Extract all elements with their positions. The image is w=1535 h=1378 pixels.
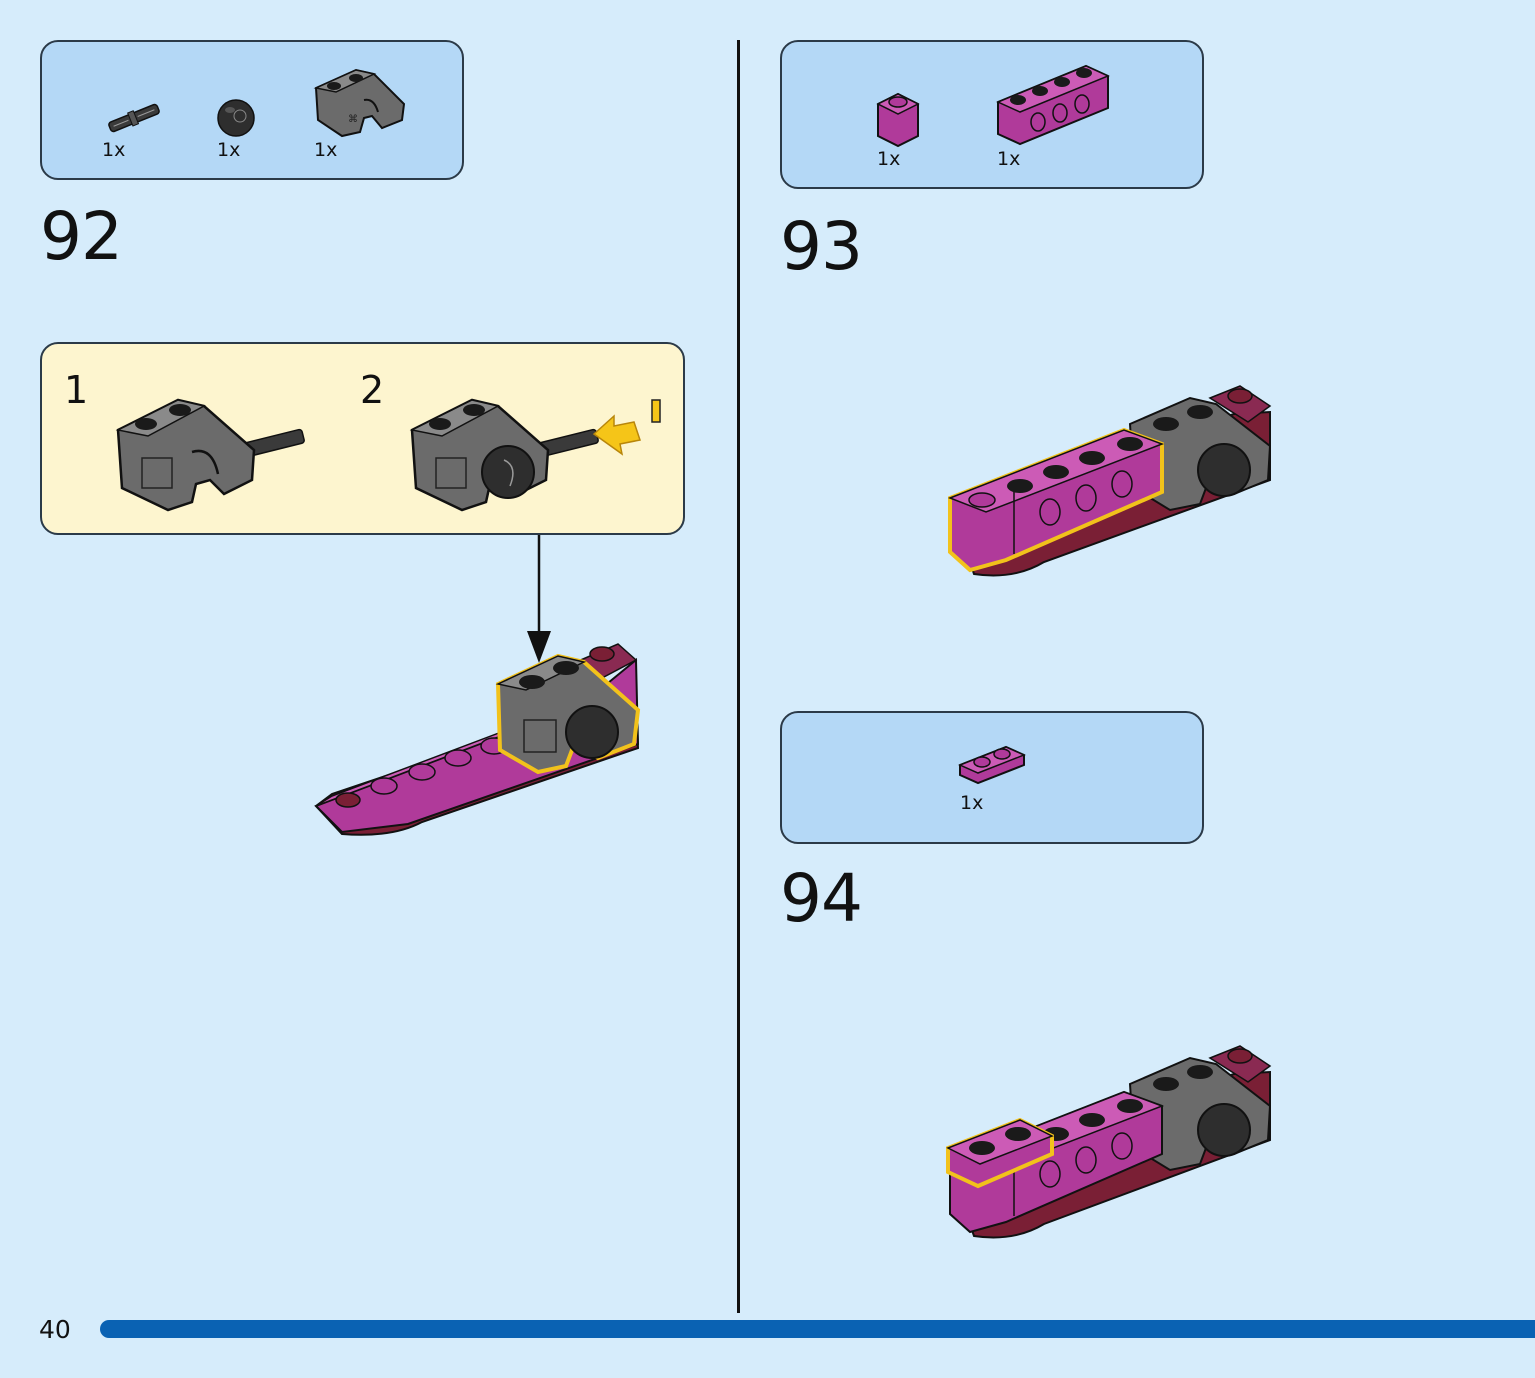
- insert-arrow: [592, 414, 641, 456]
- bracket-with-axle-icon: [115, 398, 305, 512]
- progress-bar: [100, 1320, 1535, 1338]
- part-qty: 1x: [217, 139, 241, 161]
- grey-bracket-icon: ⌘: [313, 68, 406, 138]
- part-qty: 1x: [314, 139, 338, 161]
- subassembly-callout: 1 2: [40, 342, 685, 535]
- parts-list-step-93: 1x 1x: [780, 40, 1204, 189]
- axle-pin-icon: [108, 103, 160, 133]
- magenta-technic-brick-1x4-icon: [996, 64, 1110, 146]
- svg-text:⌘: ⌘: [348, 114, 358, 125]
- part-qty: 1x: [877, 148, 901, 170]
- step-number: 92: [40, 198, 123, 275]
- model-step-94: [946, 1045, 1272, 1239]
- step-number: 94: [780, 860, 863, 937]
- model-step-93: [947, 385, 1272, 577]
- wheel-ball-icon: [217, 99, 255, 137]
- part-qty: 1x: [997, 148, 1021, 170]
- bracket-with-wheel-icon: [409, 398, 661, 512]
- column-divider: [737, 40, 740, 1313]
- magenta-plate-1x2-icon: [958, 745, 1026, 785]
- page-number: 40: [39, 1315, 71, 1344]
- magenta-brick-1x1-icon: [876, 92, 920, 148]
- part-qty: 1x: [102, 139, 126, 161]
- substep-number: 2: [360, 368, 385, 412]
- substep-number: 1: [64, 368, 89, 412]
- model-step-92: [314, 643, 641, 836]
- down-arrow-icon: [527, 535, 551, 663]
- parts-list-step-94: 1x: [780, 711, 1204, 844]
- parts-list-step-92: 1x 1x ⌘ 1x: [40, 40, 464, 180]
- part-qty: 1x: [960, 792, 984, 814]
- step-number: 93: [780, 208, 863, 285]
